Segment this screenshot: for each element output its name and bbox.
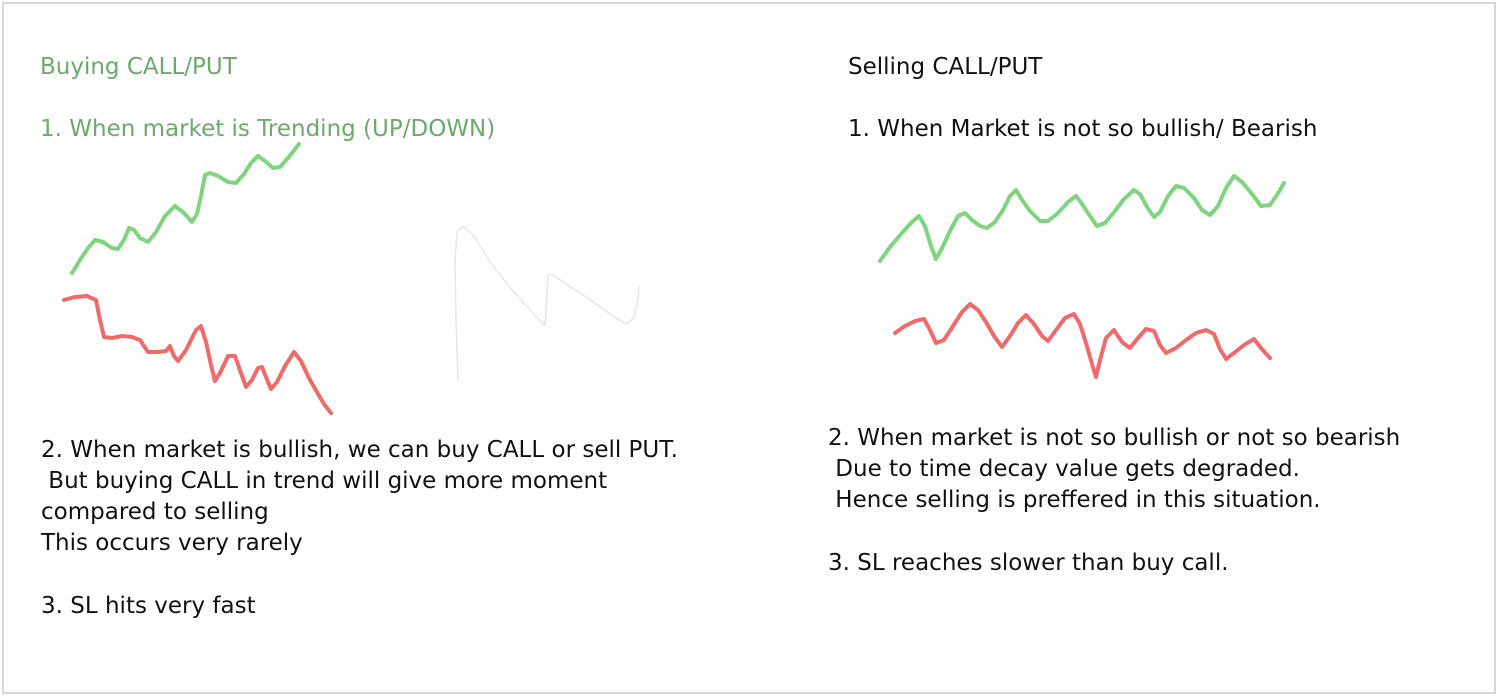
left-heading: Buying CALL/PUT <box>40 54 237 80</box>
faint-sketch-stroke <box>454 225 640 381</box>
sideways-down-stroke <box>893 302 1272 379</box>
right-point-1: 1. When Market is not so bullish/ Bearis… <box>848 116 1318 142</box>
left-point-2: 2. When market is bullish, we can buy CA… <box>41 437 678 556</box>
right-point-2: 2. When market is not so bullish or not … <box>828 425 1401 513</box>
right-heading: Selling CALL/PUT <box>848 54 1043 80</box>
sideways-up-stroke <box>878 174 1286 263</box>
left-point-1: 1. When market is Trending (UP/DOWN) <box>40 116 496 142</box>
right-point-3: 3. SL reaches slower than buy call. <box>828 550 1229 576</box>
trend-up-stroke <box>70 142 301 275</box>
trend-down-stroke <box>62 294 333 415</box>
left-point-3: 3. SL hits very fast <box>41 593 256 619</box>
